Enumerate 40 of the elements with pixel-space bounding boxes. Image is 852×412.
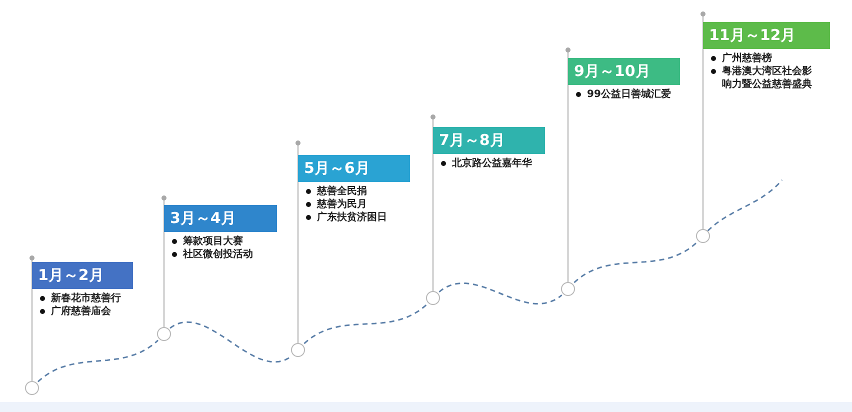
period-heading: 9月～10月 (568, 58, 680, 85)
milestone-circle (25, 381, 39, 395)
timeline-flag (32, 262, 133, 318)
timeline-flag (568, 58, 680, 101)
timeline-flag (298, 155, 410, 224)
dashed-curve (438, 282, 562, 305)
period-heading: 7月～8月 (433, 127, 545, 154)
period-heading: 1月～2月 (32, 262, 133, 289)
bullet-item: 99公益日善城汇爱 (576, 88, 687, 101)
milestone-circle (426, 291, 440, 305)
milestone-circle (561, 282, 575, 296)
period-heading: 11月～12月 (703, 22, 830, 49)
bullet-item: 北京路公益嘉年华 (441, 157, 562, 170)
timeline-flag (703, 22, 830, 91)
bullet-item: 社区微创投活动 (172, 248, 288, 261)
bullet-item: 慈善为民月 (306, 198, 422, 211)
flag-pole (567, 101, 569, 282)
flag-pole (163, 261, 165, 327)
dashed-curve (574, 242, 698, 284)
dashed-curve (304, 304, 428, 344)
bullet-item: 慈善全民捐 (306, 185, 422, 198)
period-heading: 5月～6月 (298, 155, 410, 182)
milestone-circle (696, 229, 710, 243)
flag-pole (702, 91, 704, 229)
milestone-circle (157, 327, 171, 341)
bullet-item: 筹款项目大赛 (172, 235, 288, 248)
flag-pole (297, 224, 299, 343)
bullet-item: 广东扶贫济困日 (306, 211, 422, 224)
dashed-curve (707, 180, 783, 232)
flag-pole (31, 318, 33, 381)
period-heading: 3月～4月 (164, 205, 277, 232)
milestone-circle (291, 343, 305, 357)
timeline-flag (164, 205, 277, 261)
bullet-item: 新春花市慈善行 (40, 292, 146, 305)
bullet-item: 粤港澳大湾区社会影响力暨公益慈善盛典 (711, 65, 812, 91)
bullet-item: 广府慈善庙会 (40, 305, 146, 318)
bullet-item: 广州慈善榜 (711, 52, 812, 65)
flag-pole (432, 170, 434, 291)
dashed-curve (38, 340, 158, 382)
timeline-flag (433, 127, 545, 170)
